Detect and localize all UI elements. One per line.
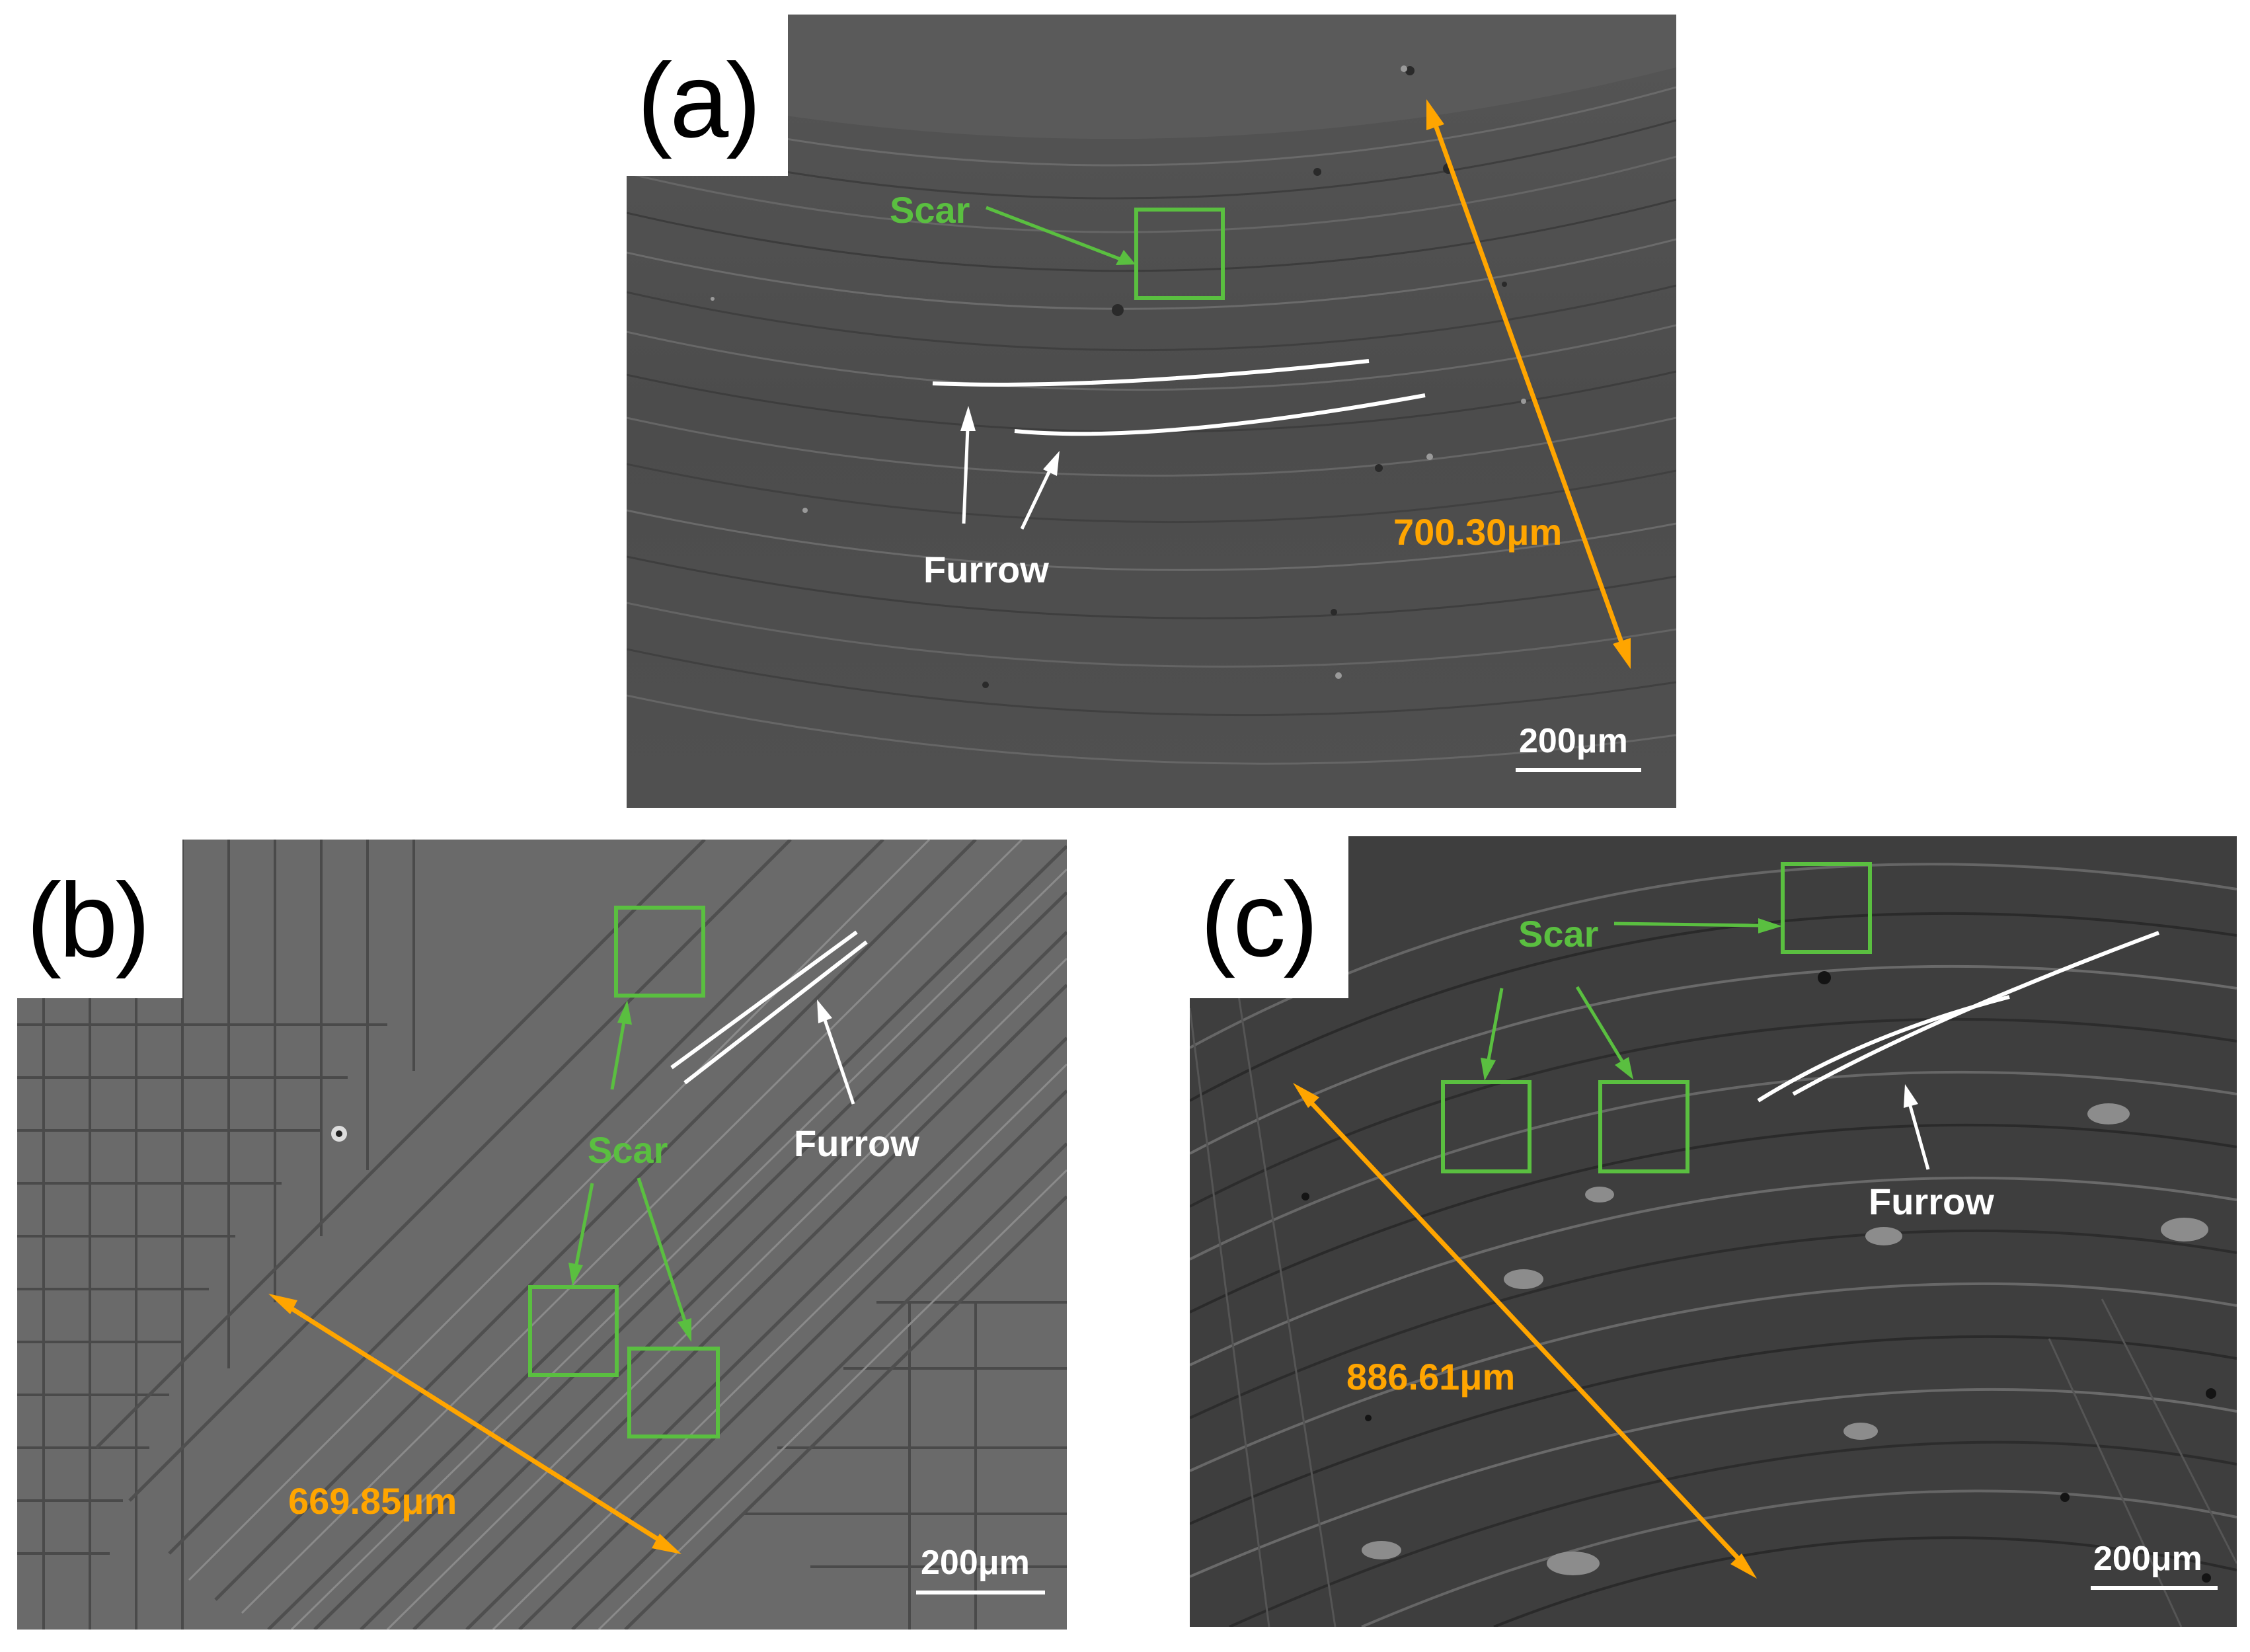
panel-label-b: (b)	[26, 861, 151, 979]
scar-label-a: Scar	[890, 189, 970, 231]
dimension-arrow-a	[1432, 120, 1625, 647]
scar-box-c2	[1441, 1080, 1532, 1173]
panel-label-a: (a)	[637, 41, 761, 159]
dimension-label-b: 669.85μm	[288, 1480, 457, 1522]
furrow-line-b1	[670, 930, 858, 1070]
panel-b: (b) Scar Furrow 669.85μm 200μm	[17, 840, 1067, 1630]
scale-bar-label-c: 200μm	[2093, 1540, 2202, 1578]
dimension-label-c: 886.61μm	[1346, 1356, 1516, 1397]
panel-label-c: (c)	[1200, 860, 1319, 978]
sem-image-b	[17, 840, 1067, 1630]
furrow-line-b2	[683, 940, 868, 1085]
dimension-arrow-b	[289, 1306, 661, 1542]
dimension-label-a: 700.30μm	[1393, 511, 1563, 553]
sem-image-a	[627, 15, 1676, 808]
furrow-label-c: Furrow	[1869, 1181, 1994, 1222]
panel-a: (a) Scar Furrow 700.30μm 200μm	[627, 15, 1676, 808]
scale-bar-label-b: 200μm	[921, 1544, 1030, 1582]
panel-c: (c) Scar Furrow 886.61μm 200μm	[1190, 836, 2237, 1627]
sem-image-c	[1190, 836, 2237, 1627]
scar-box-c1	[1781, 862, 1872, 954]
scar-box-a	[1134, 208, 1225, 300]
furrow-line-c2	[1792, 931, 2160, 1096]
scar-box-b3	[627, 1347, 720, 1438]
scar-box-b2	[528, 1285, 619, 1377]
scar-box-b1	[614, 906, 705, 998]
furrow-label-b: Furrow	[794, 1122, 919, 1164]
furrow-label-a: Furrow	[923, 549, 1049, 590]
dimension-arrow-c	[1306, 1097, 1744, 1564]
furrow-line-a2	[1014, 393, 1426, 436]
scar-label-b: Scar	[588, 1129, 668, 1171]
furrow-line-a1	[932, 359, 1370, 387]
scale-bar-label-a: 200μm	[1519, 722, 1628, 760]
scar-box-c3	[1598, 1080, 1689, 1173]
scar-label-c: Scar	[1518, 913, 1599, 955]
